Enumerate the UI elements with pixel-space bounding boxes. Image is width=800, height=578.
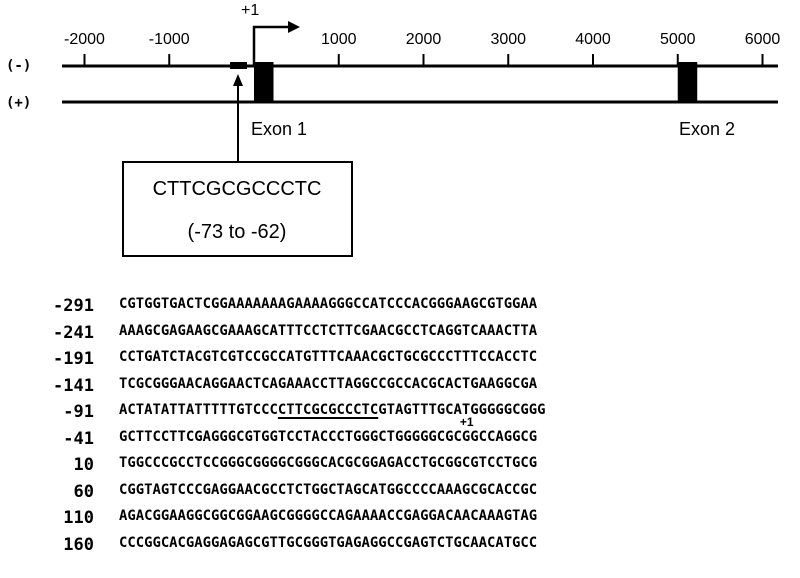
sequence-position: 160	[63, 534, 94, 555]
sequence-position: 10	[73, 455, 94, 475]
scale-tick-label: -2000	[64, 31, 105, 48]
exon-2-block	[677, 62, 698, 103]
plus-strand-label: (+)	[6, 95, 31, 111]
exon-2-label: Exon 2	[679, 119, 735, 139]
element-box	[122, 161, 353, 257]
promoter-element-mark	[230, 62, 247, 69]
sequence-text: CCTGATCTACGTCGTCCGCCATGTTTCAAACGCTGCGCCC…	[119, 349, 538, 365]
sequence-segment: GTAGTTTGCATGGGGGCGGG	[378, 402, 546, 418]
sequence-segment: GGCCAGGCG+1	[459, 414, 538, 445]
minus-strand-label: (-)	[6, 58, 31, 74]
element-sequence: CTTCGCGCCCTC	[153, 178, 322, 200]
tss-arrowhead-icon	[288, 21, 300, 33]
exon-1-block	[254, 62, 274, 103]
sequence-position: -141	[53, 375, 94, 396]
sequence-text: TCGCGGGAACAGGAACTCAGAAACCTTAGGCCGCCACGCA…	[119, 375, 538, 392]
scale-tick-label: 1000	[321, 31, 357, 48]
exon-blocks	[254, 62, 698, 103]
sequence-position: 60	[73, 481, 94, 502]
tss-arrow	[252, 25, 290, 66]
element-range: (-73 to -62)	[188, 221, 287, 243]
sequence-segment: GCTTCCTTCGAGGGCGTGGTCCTACCCTGGGCTGGGGGCG…	[119, 428, 462, 445]
tss-marker-label: +1	[459, 414, 474, 429]
exon-1-label: Exon 1	[251, 119, 307, 139]
sequence-text: CGGTAGTCCCGAGGAACGCCTCTGGCTAGCATGGCCCCAA…	[119, 481, 538, 498]
sequence-position: -91	[63, 402, 94, 422]
scale-ticks	[83, 54, 764, 66]
sequence-position: -191	[53, 349, 94, 369]
sequence-text: ACTATATTATTTTTGTCCCCTTCGCGCCCTCGTAGTTTGC…	[119, 402, 546, 418]
sequence-text: GCTTCCTTCGAGGGCGTGGTCCTACCCTGGGCTGGGGGCG…	[119, 414, 538, 445]
sequence-text: CCCGGCACGAGGAGAGCGTTGCGGGTGAGAGGCCGAGTCT…	[119, 534, 538, 551]
sequence-text: CGTGGTGACTCGGAAAAAAAGAAAAGGGCCATCCCACGGG…	[119, 296, 538, 312]
sequence-text: TGGCCCGCCTCCGGGCGGGGCGGGCACGCGGAGACCTGCG…	[119, 455, 538, 471]
sequence-position: 110	[63, 508, 94, 528]
sequence-text: AGACGGAAGGCGGCGGAAGCGGGGCCAGAAAACCGAGGAC…	[119, 508, 538, 524]
sequence-position: -241	[53, 322, 94, 343]
sequence-text: AAAGCGAGAAGCGAAAGCATTTCCTCTTCGAACGCCTCAG…	[119, 322, 538, 339]
scale-tick-label: 2000	[406, 31, 442, 48]
scale-tick-label: 3000	[490, 31, 526, 48]
underlined-element-sequence: CTTCGCGCCCTC	[277, 402, 379, 418]
sequence-position: -291	[53, 296, 94, 316]
scale-tick-labels: -2000 -1000 1000 2000 3000 4000 5000 6000	[64, 31, 780, 48]
pointer-arrowhead-icon	[233, 74, 243, 86]
gene-map: -2000 -1000 1000 2000 3000 4000 5000 6000 (-) (…	[6, 2, 780, 257]
tss-label: +1	[241, 2, 259, 19]
sequence-position: -41	[63, 428, 94, 449]
scale-tick-label: 6000	[745, 31, 781, 48]
scale-tick-label: -1000	[149, 31, 190, 48]
scale-tick-label: 5000	[660, 31, 696, 48]
scale-tick-label: 4000	[575, 31, 611, 48]
sequence-segment: ACTATATTATTTTTGTCCC	[119, 402, 278, 418]
